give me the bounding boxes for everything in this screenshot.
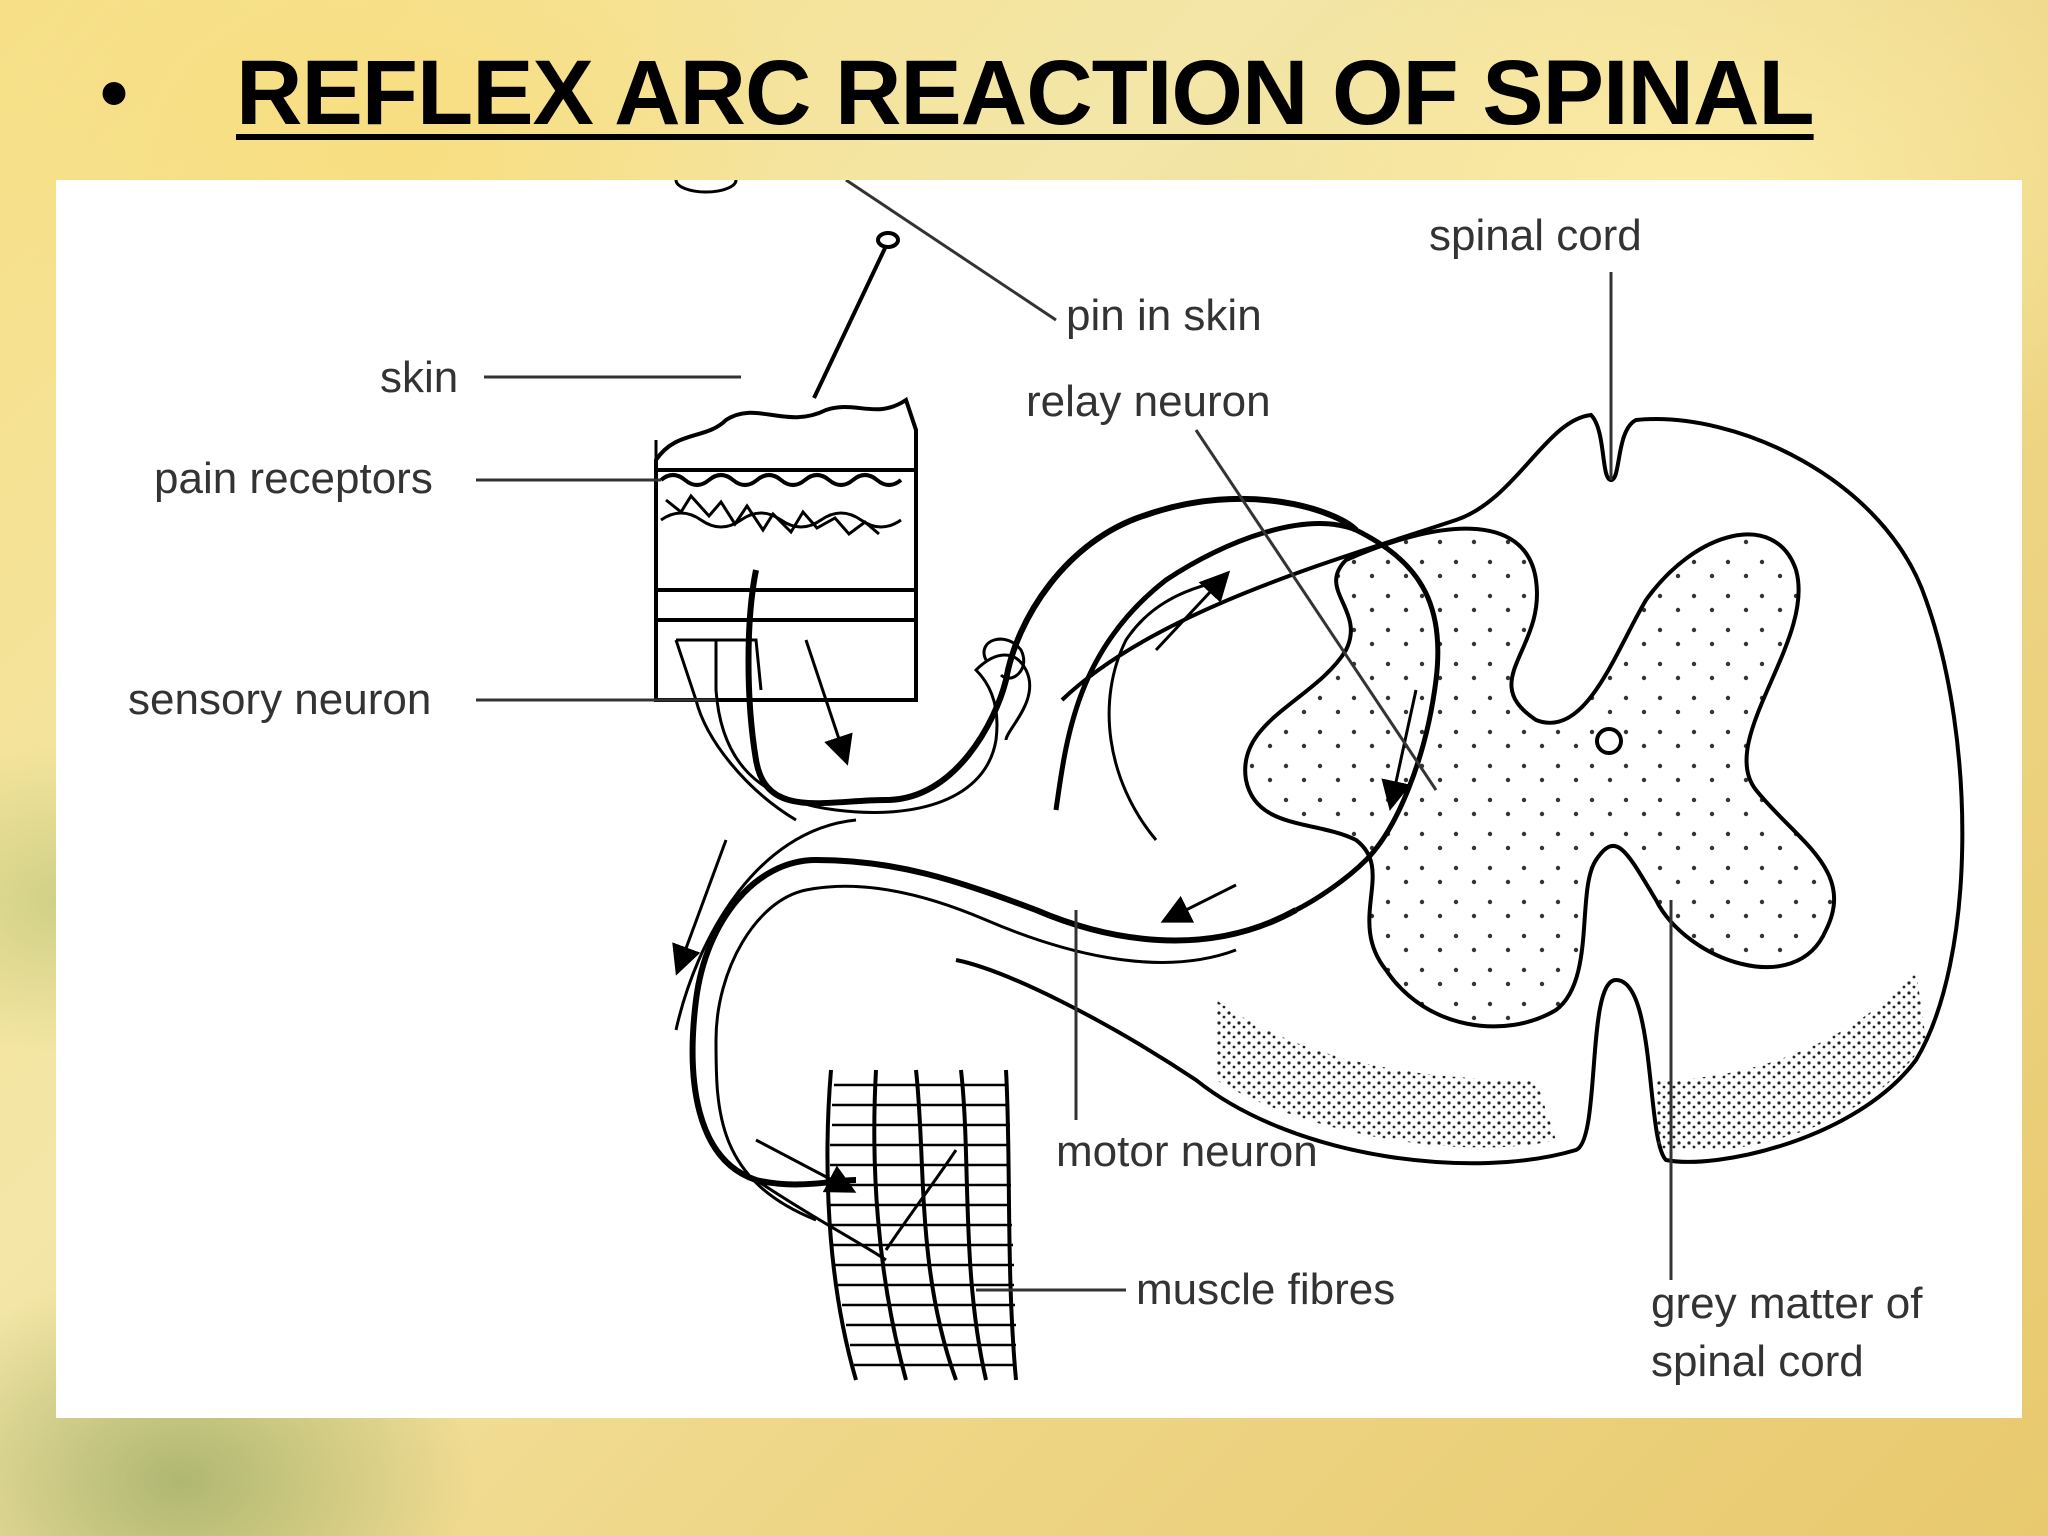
title-row: • REFLEX ARC REACTION OF SPINAL [100, 28, 1815, 158]
white-matter-band-right [1656, 970, 1926, 1152]
leader-relay [1194, 429, 1438, 791]
motor-neuron-path [672, 180, 1298, 1222]
pin-icon [812, 231, 900, 399]
leader-pin [845, 180, 1057, 322]
label-muscle-fibres: muscle fibres [1136, 1265, 1395, 1314]
relay-neuron-path [1053, 521, 1441, 923]
diagram-svg: pin in skin skin pain receptors relay ne… [128, 180, 1965, 1386]
pain-receptors-line [659, 473, 903, 487]
skin-block [654, 396, 918, 702]
label-grey-matter-line2: spinal cord [1651, 1337, 1864, 1386]
grey-matter [1243, 526, 1837, 1029]
muscle-fibres [755, 1069, 1018, 1381]
title-bullet: • [100, 48, 129, 137]
label-pain-receptors: pain receptors [154, 454, 433, 503]
label-grey-matter-line1: grey matter of [1651, 1279, 1923, 1328]
label-pin-in-skin: pin in skin [1066, 291, 1262, 340]
reflex-arc-diagram: pin in skin skin pain receptors relay ne… [56, 180, 2022, 1418]
label-relay-neuron: relay neuron [1026, 377, 1271, 426]
spinal-cord-cross-section [955, 412, 1965, 1166]
label-skin: skin [380, 353, 458, 402]
leader-lines [476, 180, 1673, 1292]
central-canal [1595, 727, 1623, 755]
white-matter-band-left [1216, 1000, 1556, 1148]
label-spinal-cord: spinal cord [1429, 211, 1642, 260]
slide-title: REFLEX ARC REACTION OF SPINAL [236, 41, 1815, 144]
label-motor-neuron: motor neuron [1056, 1127, 1318, 1176]
sensory-neuron-path [674, 495, 1359, 822]
label-sensory-neuron: sensory neuron [128, 675, 431, 724]
